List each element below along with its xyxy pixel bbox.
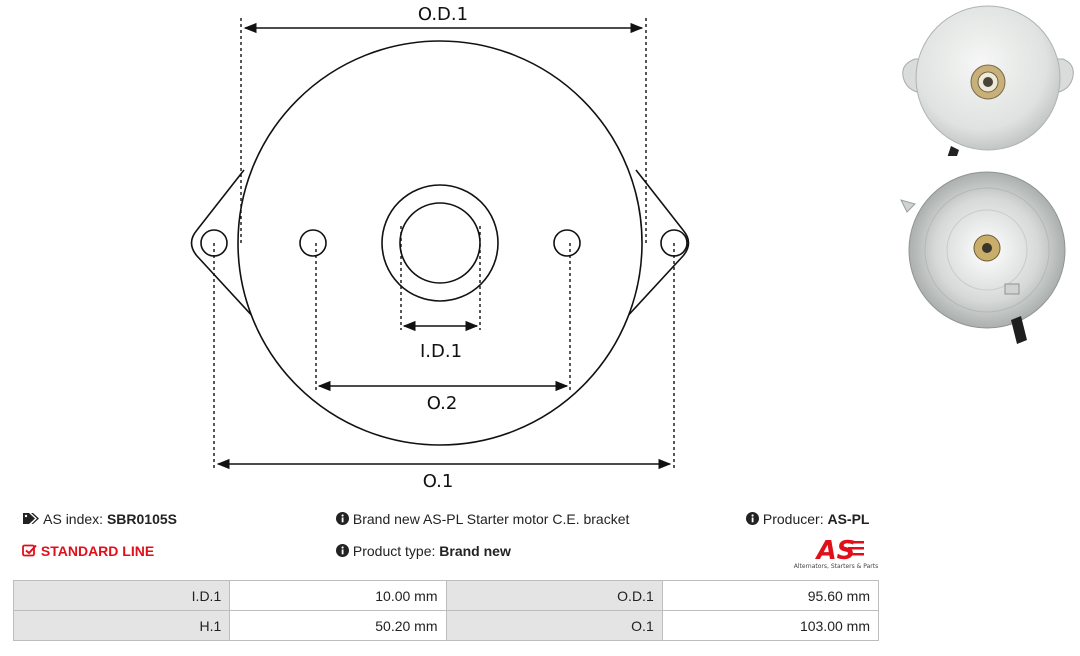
logo-tagline: Alternators, Starters & Parts: [793, 563, 879, 570]
info-circle-icon: [336, 544, 349, 557]
product-photo-inside: [900, 171, 1066, 344]
table-row: H.1 50.20 mm O.1 103.00 mm: [12, 610, 880, 641]
standard-line-label: STANDARD LINE: [40, 543, 155, 559]
spec-label: O.1: [445, 610, 663, 641]
extension-lines: [213, 18, 675, 468]
product-type-row: Product type: Brand new: [336, 543, 511, 559]
mounting-ear-left: [190, 169, 257, 321]
as-logo-mark: AS: [815, 536, 864, 566]
info-circle-icon: [336, 512, 349, 525]
technical-drawing: O.D.1 I.D.1 O.2 O.1: [190, 4, 690, 492]
standard-line-row: STANDARD LINE: [22, 543, 154, 559]
spec-table: I.D.1 10.00 mm O.D.1 95.60 mm H.1 50.20 …: [12, 580, 880, 641]
product-type-value: Brand new: [439, 543, 511, 559]
id1-label: I.D.1: [420, 341, 462, 362]
bushing-outer: [381, 184, 499, 302]
od1-label: O.D.1: [418, 4, 468, 25]
info-circle-icon: [746, 512, 759, 525]
spec-label: O.D.1: [445, 580, 663, 611]
spec-value: 10.00 mm: [229, 580, 447, 611]
producer-value: AS-PL: [827, 511, 870, 527]
as-index-label: AS index:: [43, 511, 104, 527]
spec-value: 50.20 mm: [229, 610, 447, 641]
bushing-inner: [399, 202, 481, 284]
check-square-icon: [22, 544, 37, 557]
bolt-hole-left: [299, 229, 327, 257]
as-pl-logo: AS Alternators, Starters & Parts: [790, 535, 882, 571]
producer-row: Producer: AS-PL: [746, 511, 869, 527]
product-description: Brand new AS-PL Starter motor C.E. brack…: [352, 511, 630, 527]
spec-value: 103.00 mm: [661, 610, 880, 641]
spec-label: I.D.1: [12, 580, 231, 611]
table-row: I.D.1 10.00 mm O.D.1 95.60 mm: [12, 580, 880, 611]
bolt-hole-right: [553, 229, 581, 257]
producer-label: Producer:: [762, 511, 824, 527]
o1-label: O.1: [423, 471, 454, 492]
o2-label: O.2: [427, 393, 458, 414]
product-photo-top: [902, 5, 1074, 156]
spec-label: H.1: [12, 610, 231, 641]
bracket-outline: [237, 40, 643, 446]
product-type-label: Product type:: [352, 543, 436, 559]
tags-icon: [23, 513, 39, 524]
mounting-ear-right: [623, 169, 690, 321]
as-index-row: AS index: SBR0105S: [22, 511, 177, 527]
as-index-value: SBR0105S: [106, 511, 177, 527]
description-row: Brand new AS-PL Starter motor C.E. brack…: [336, 511, 629, 527]
spec-value: 95.60 mm: [661, 580, 880, 611]
